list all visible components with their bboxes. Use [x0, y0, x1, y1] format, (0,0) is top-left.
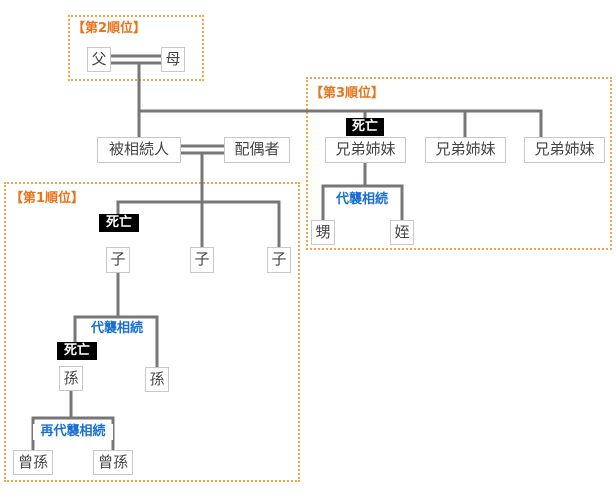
spouse-node: 配偶者	[224, 137, 290, 163]
child-node: 子	[267, 247, 291, 273]
group-first-title: 【第1順位】	[10, 191, 85, 206]
grandchild-node: 孫	[59, 366, 83, 391]
sibling-node: 兄弟姉妹	[524, 137, 605, 163]
niece-node: 姪	[390, 220, 414, 245]
great-grandchild-node: 曾孫	[93, 450, 133, 475]
deceased-badge-grandchild: 死亡	[57, 342, 97, 360]
deceased-person-node: 被相続人	[97, 137, 181, 163]
child-node: 子	[190, 247, 214, 273]
group-third-title: 【第3順位】	[310, 86, 385, 101]
representation-note-children: 代襲相続	[83, 321, 151, 337]
nephew-node: 甥	[311, 220, 335, 245]
mother-node: 母	[161, 47, 185, 72]
group-third-rank	[306, 77, 612, 250]
deceased-badge-child: 死亡	[99, 214, 139, 232]
sibling-node: 兄弟姉妹	[425, 137, 506, 163]
sibling-node: 兄弟姉妹	[325, 137, 406, 163]
group-second-title: 【第2順位】	[72, 21, 147, 36]
group-second-rank	[68, 15, 204, 81]
re-representation-note: 再代襲相続	[33, 424, 113, 440]
representation-note-siblings: 代襲相続	[330, 192, 394, 208]
father-node: 父	[87, 47, 111, 72]
deceased-badge-sibling: 死亡	[346, 118, 384, 136]
great-grandchild-node: 曾孫	[13, 450, 53, 475]
grandchild-node: 孫	[145, 367, 169, 392]
child-node: 子	[106, 247, 130, 273]
group-first-rank	[4, 182, 300, 482]
